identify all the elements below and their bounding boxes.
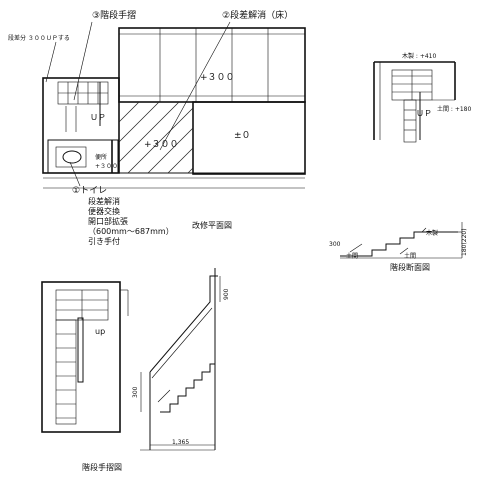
- toilet-item-1: 段差解消: [88, 196, 120, 206]
- plan-stair: [57, 81, 109, 132]
- handrail-elevation: 900 300 1,365: [132, 268, 230, 451]
- section-stair-profile: [340, 231, 458, 257]
- handrail-bar: [77, 317, 84, 383]
- note-raise: 段差分 ３００ＵＰする: [8, 34, 70, 42]
- main-floor-plan: ③階段手摺 ②段差解消（床） 段差分 ３００ＵＰする +３００ +３００ ±０ …: [8, 9, 306, 246]
- level-plus300-room: +３００: [200, 73, 235, 83]
- toilet-callout-title: ①トイレ: [72, 186, 107, 196]
- section-label-earth: 土間: [404, 252, 416, 260]
- elevation-rail-inner: [151, 307, 213, 379]
- section-label-wood: 木製: [426, 229, 438, 237]
- plan-stair-up: ＵＰ: [90, 113, 106, 122]
- section-title: 階段断面図: [390, 262, 430, 272]
- handrail-title: 階段手摺図: [82, 462, 122, 472]
- plan-title: 改修平面図: [192, 220, 232, 230]
- detail-label-wood: 木製 : +410: [402, 52, 436, 60]
- section-dim-left: 300: [329, 241, 341, 248]
- elevation-steps: [160, 363, 215, 413]
- section-dim-right: 180(220): [461, 228, 468, 256]
- callout-floor-step: ②段差解消（床）: [222, 9, 293, 21]
- elevation-dim-top: 900: [223, 288, 230, 300]
- detail-stair-up: ＵＰ: [416, 109, 432, 118]
- toilet-item-4: （600mm～687mm）: [88, 227, 174, 236]
- handrail-stair-up: up: [95, 327, 105, 336]
- stair-section: 300 土間 木製 土間 180(220) 階段断面図: [329, 222, 468, 272]
- leader-lines: [45, 21, 231, 187]
- elevation-dim-bottom: 1,365: [172, 439, 189, 446]
- window-mullions: [119, 28, 305, 102]
- detail-label-earth: 土間 : +180: [437, 105, 471, 113]
- toilet-item-2: 便器交換: [88, 206, 120, 216]
- elevation-rail: [149, 275, 218, 373]
- level-plus300-hatched: +３００: [144, 140, 179, 150]
- callout-stair-handrail: ③階段手摺: [92, 9, 136, 21]
- section-label-floor: 土間: [346, 252, 358, 260]
- handrail-plan-wall: [41, 281, 121, 433]
- elevation-dim-side: 300: [132, 386, 139, 398]
- toilet-small-label: 便所: [95, 153, 107, 161]
- handrail-stair-plan: up 階段手摺図: [41, 281, 129, 472]
- level-zero: ±０: [234, 131, 251, 141]
- detail-stair-plan: 木製 : +410 土間 : +180 ＵＰ: [373, 52, 471, 143]
- toilet-room: [47, 139, 119, 174]
- toilet-small-level: +３００: [95, 163, 118, 170]
- toilet-item-5: 引き手付: [88, 236, 120, 246]
- toilet-item-3: 開口部拡張: [88, 216, 128, 226]
- hatched-raised-area: [118, 101, 194, 174]
- room-plus300-wall: [118, 27, 306, 103]
